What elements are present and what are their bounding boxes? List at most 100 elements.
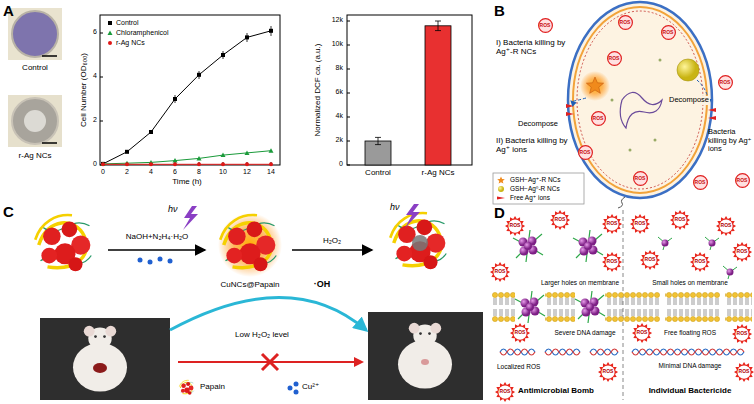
nanocluster [658,237,672,250]
ros-burst-core [508,219,521,232]
ros-burst-shape [598,362,618,382]
reaction-arrow [108,249,205,251]
ros-text: ROS [580,150,591,155]
dna-helix [632,349,744,355]
growth-chart [125,150,129,154]
panel-letter: C [3,203,14,220]
mouse-photo [421,359,429,365]
membrane [720,291,725,323]
ros-circle: ROS [718,75,733,90]
legend-text: r-Ag NCs [116,39,145,47]
nanocluster [580,59,699,101]
bacterium [654,139,657,142]
legend-marker [108,31,113,36]
ros-starburst: ROS [550,210,570,230]
tick-label: 6 [173,168,177,176]
growth-chart [173,158,178,163]
tick-label: 10k [332,40,343,48]
growth-chart [103,31,271,164]
ros-text: ROS [663,30,674,35]
ros-burst-shape [734,362,754,382]
mouse-photo [73,326,127,392]
dna-helix [500,349,744,355]
growth-chart [100,33,103,165]
ros-text: ROS [739,369,750,374]
growth-chart [125,162,129,166]
legend-marker [108,21,112,25]
ros-burst-core [673,213,686,226]
dcf-bar-chart [347,15,472,165]
label: H₂O₂ [323,236,341,245]
label: Low H₂O₂ level [234,330,290,339]
nanocluster [586,77,603,93]
label: r-Ag NCs [19,151,52,160]
petri-photo [12,11,58,57]
label: hν [390,202,400,212]
dna-helix [632,349,744,355]
ros-circle-shape [607,51,621,65]
legend-marker [108,21,113,45]
growth-chart [221,153,226,158]
ros-starburst: ROS [640,250,660,270]
legend-box [497,177,505,184]
ros-text: ROS [695,259,706,264]
growth-chart [149,130,153,134]
treatment-arrow [262,354,278,370]
ros-text: ROS [635,176,646,181]
tick-label: 2 [125,168,129,176]
ros-text: ROS [609,56,620,61]
label: hν [168,204,178,214]
ros-burst-shape [716,216,736,236]
ros-starburst: ROS [716,216,736,236]
bacterium [629,149,632,152]
axis-title: Normalized DCF ca. (a.u.) [313,44,322,137]
reaction-arrow [292,249,372,251]
ros-burst-shape [505,216,525,236]
ros-burst-core [605,217,618,230]
label: Cu²⁺ [302,382,319,391]
ros-circle-shape [578,145,592,159]
label: Severe DNA damage [553,329,616,336]
ros-text: ROS [607,259,618,264]
ros-starburst: ROS [495,382,515,402]
ros-burst-core [635,326,648,339]
growth-chart [173,162,177,166]
nanocluster [705,237,719,250]
tick-label: 0 [339,160,343,168]
ros-burst-core [643,253,656,266]
ros-burst-core [735,327,748,340]
copper-ion [288,386,293,391]
protein [218,213,282,277]
ros-starburst: ROS [630,214,650,234]
ros-text: ROS [603,369,614,374]
nanocluster [723,266,737,279]
tick-label: 12 [243,168,251,176]
panel-letter: A [3,2,14,19]
copper-ion [158,257,163,262]
ros-text: ROS [510,223,521,228]
copper-ion [294,382,299,387]
treatment-arrow [170,298,366,371]
nanocluster [575,291,605,323]
growth-chart [149,162,153,166]
silver-ion [566,104,716,120]
label: I) Bacteria killing by Ag⁺-R NCs [496,38,566,56]
ros-burst-core [693,255,706,268]
growth-chart [221,53,225,57]
legend-box [498,186,504,192]
tick-label: 2 [93,116,97,124]
bacterium [568,2,712,198]
growth-chart [269,148,274,153]
tick-label: 4k [336,112,343,120]
mouse-photo [93,363,107,373]
ros-text: ROS [675,217,686,222]
label: Papain [200,382,225,391]
dcf-bar-chart [347,15,472,165]
label: Individual Bactericide [649,386,732,395]
tick-label: 6 [93,28,97,36]
label: Localized ROS [497,363,540,370]
mouse-photo [40,312,483,400]
mouse-photo [40,318,170,400]
ros-circle-shape [633,171,647,185]
ros-circle: ROS [693,175,708,190]
